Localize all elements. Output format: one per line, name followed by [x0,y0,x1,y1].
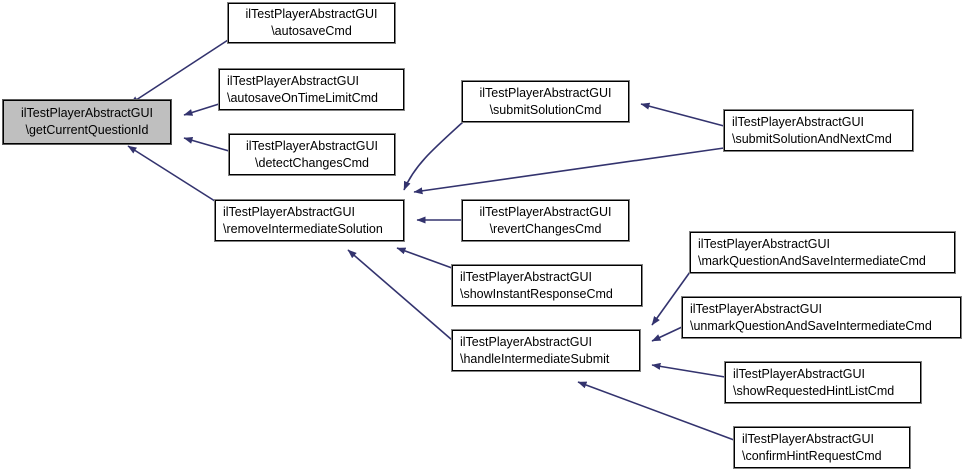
node-getCurrentQuestionId[interactable]: ilTestPlayerAbstractGUI \getCurrentQuest… [2,99,172,145]
node-label-line2: \handleIntermediateSubmit [460,351,610,366]
node-label-line2: \showInstantResponseCmd [460,286,613,301]
node-handleIntermediateSubmit[interactable]: ilTestPlayerAbstractGUI \handleIntermedi… [451,329,641,372]
node-label-line1: ilTestPlayerAbstractGUI [733,366,865,381]
node-confirmHintRequestCmd[interactable]: ilTestPlayerAbstractGUI \confirmHintRequ… [733,426,911,469]
node-label-line1: ilTestPlayerAbstractGUI [690,301,822,316]
node-label-line2: \unmarkQuestionAndSaveIntermediateCmd [690,318,932,333]
node-autosaveCmd[interactable]: ilTestPlayerAbstractGUI \autosaveCmd [227,2,396,44]
node-label-line2: \markQuestionAndSaveIntermediateCmd [698,253,926,268]
node-submitSolutionAndNextCmd[interactable]: ilTestPlayerAbstractGUI \submitSolutionA… [723,109,914,152]
node-label-line2: \revertChangesCmd [489,221,602,236]
node-markQuestionAndSaveIntermediateCmd[interactable]: ilTestPlayerAbstractGUI \markQuestionAnd… [689,231,956,274]
node-showInstantResponseCmd[interactable]: ilTestPlayerAbstractGUI \showInstantResp… [451,264,643,307]
node-label-line2: \confirmHintRequestCmd [742,448,882,463]
edge-submitSolutionCmd-to-removeIntermediateSolution [403,121,464,191]
node-label-line2: \showRequestedHintListCmd [733,383,895,398]
node-unmarkQuestionAndSaveIntermediateCmd[interactable]: ilTestPlayerAbstractGUI \unmarkQuestionA… [681,296,962,339]
node-label-line1: ilTestPlayerAbstractGUI [245,7,378,21]
node-submitSolutionCmd[interactable]: ilTestPlayerAbstractGUI \submitSolutionC… [461,80,630,123]
node-label-line1: ilTestPlayerAbstractGUI [732,114,864,129]
edge-submitSolutionAndNextCmd-to-submitSolutionCmd [640,102,725,127]
edge-autosaveCmd-to-getCurrentQuestionId [129,39,229,105]
node-label-line1: ilTestPlayerAbstractGUI [698,236,830,251]
edge-autosaveOnTimeLimitCmd-to-getCurrentQuestionId [183,103,220,116]
node-label-line1: ilTestPlayerAbstractGUI [227,73,359,88]
node-label-line1: ilTestPlayerAbstractGUI [223,204,355,219]
node-label-line1: ilTestPlayerAbstractGUI [479,204,612,219]
node-label-line2: \submitSolutionAndNextCmd [732,131,892,146]
node-removeIntermediateSolution[interactable]: ilTestPlayerAbstractGUI \removeIntermedi… [214,199,405,242]
edge-unmarkQuestionAndSaveIntermediateCmd-to-handleIntermediateSubmit [651,326,683,342]
edge-showRequestedHintListCmd-to-handleIntermediateSubmit [651,362,726,378]
node-label-line2: \autosaveOnTimeLimitCmd [227,90,378,105]
node-label-line1: ilTestPlayerAbstractGUI [246,138,378,153]
edge-showInstantResponseCmd-to-removeIntermediateSolution [396,247,453,269]
edge-confirmHintRequestCmd-to-handleIntermediateSubmit [577,381,735,441]
node-label-line2: \getCurrentQuestionId [25,123,149,137]
node-autosaveOnTimeLimitCmd[interactable]: ilTestPlayerAbstractGUI \autosaveOnTimeL… [218,68,405,111]
edge-detectChangesCmd-to-getCurrentQuestionId [183,136,230,152]
node-label-line1: ilTestPlayerAbstractGUI [479,85,612,100]
node-label-line1: ilTestPlayerAbstractGUI [742,431,874,446]
node-label-line2: \autosaveCmd [271,24,352,38]
node-label-line2: \submitSolutionCmd [489,102,602,117]
node-label-line1: ilTestPlayerAbstractGUI [460,269,592,284]
node-label-line2: \detectChangesCmd [255,155,369,170]
edge-removeIntermediateSolution-to-getCurrentQuestionId [127,145,219,204]
node-revertChangesCmd[interactable]: ilTestPlayerAbstractGUI \revertChangesCm… [461,199,630,242]
node-label-line1: ilTestPlayerAbstractGUI [460,334,592,349]
node-detectChangesCmd[interactable]: ilTestPlayerAbstractGUI \detectChangesCm… [228,133,396,176]
node-showRequestedHintListCmd[interactable]: ilTestPlayerAbstractGUI \showRequestedHi… [724,361,922,404]
node-label-line1: ilTestPlayerAbstractGUI [21,106,153,120]
edge-handleIntermediateSubmit-to-removeIntermediateSolution [347,249,453,341]
node-label-line2: \removeIntermediateSolution [223,221,383,236]
edge-submitSolutionAndNextCmd-to-removeIntermediateSolution [413,147,725,195]
